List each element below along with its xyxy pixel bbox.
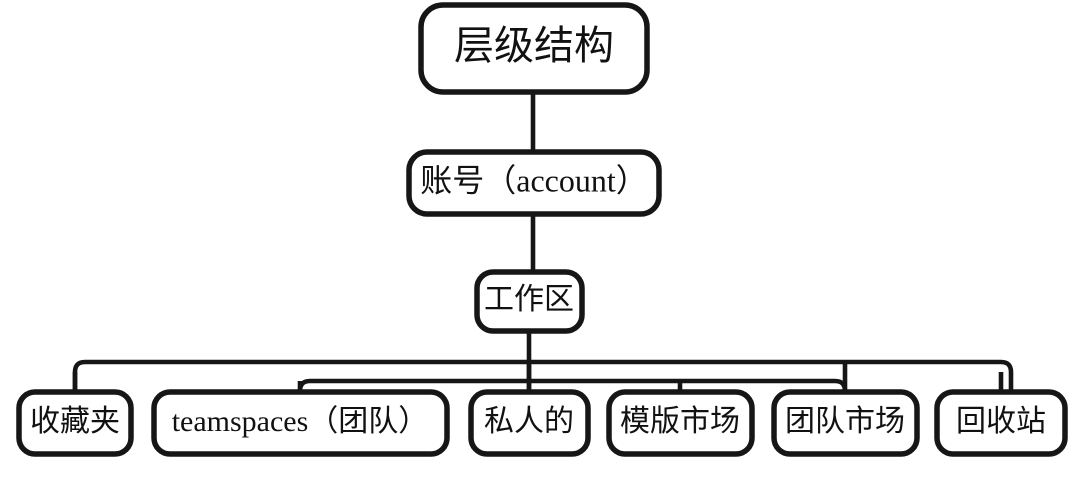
node-team-market-box xyxy=(771,389,920,457)
node-team-market[interactable]: 团队市场 xyxy=(771,389,920,457)
node-teamspaces[interactable]: teamspaces（团队） xyxy=(151,389,450,457)
node-private[interactable]: 私人的 xyxy=(468,389,591,457)
node-account-box xyxy=(406,149,662,217)
node-favorites-box xyxy=(16,389,134,457)
node-template-market[interactable]: 模版市场 xyxy=(606,389,755,457)
node-recycle-bin-label: 回收站 xyxy=(956,405,1046,438)
node-template-market-label: 模版市场 xyxy=(620,405,740,438)
node-template-market-box xyxy=(606,389,755,457)
node-favorites-label: 收藏夹 xyxy=(30,405,120,438)
node-root[interactable]: 层级结构 xyxy=(418,2,650,95)
node-workspace-label: 工作区 xyxy=(484,283,574,316)
node-team-market-label: 团队市场 xyxy=(785,405,905,438)
node-favorites[interactable]: 收藏夹 xyxy=(16,389,134,457)
node-private-label: 私人的 xyxy=(484,405,574,438)
node-root-label: 层级结构 xyxy=(454,23,614,68)
node-root-box xyxy=(418,2,650,95)
node-account-label: 账号（account） xyxy=(420,162,648,198)
node-workspace-box xyxy=(474,269,585,334)
node-private-box xyxy=(468,389,591,457)
node-recycle-bin-box xyxy=(934,389,1068,457)
node-workspace[interactable]: 工作区 xyxy=(474,269,585,334)
node-teamspaces-box xyxy=(151,389,450,457)
node-account[interactable]: 账号（account） xyxy=(406,149,662,217)
node-teamspaces-label: teamspaces（团队） xyxy=(172,405,429,438)
connector-rail-upper xyxy=(72,359,1014,392)
node-recycle-bin[interactable]: 回收站 xyxy=(934,389,1068,457)
connector-group xyxy=(72,92,1014,394)
